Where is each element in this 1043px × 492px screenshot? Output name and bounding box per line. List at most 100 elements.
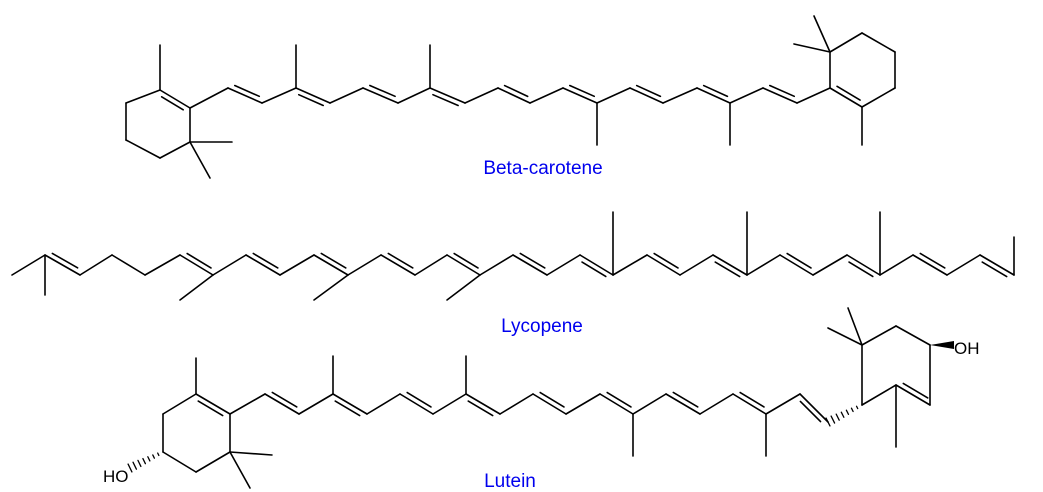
- double-bond-inner: [902, 382, 929, 399]
- single-bond: [229, 451, 273, 456]
- single-bond: [799, 393, 829, 423]
- wedge-bond: [930, 341, 954, 349]
- single-bond: [696, 87, 731, 104]
- double-bond-inner: [432, 93, 459, 107]
- single-bond: [793, 43, 831, 53]
- double-bond-inner: [739, 391, 765, 408]
- single-bond: [665, 393, 701, 415]
- single-bond: [159, 89, 191, 109]
- double-bond-inner: [186, 252, 212, 269]
- single-bond: [227, 87, 263, 104]
- single-bond: [895, 384, 931, 406]
- hashed-bond-stroke: [855, 405, 859, 410]
- hashed-bond-stroke: [840, 411, 845, 418]
- single-bond: [332, 393, 368, 415]
- double-bond-inner: [453, 252, 479, 269]
- double-bond-inner: [606, 391, 632, 408]
- single-bond: [599, 393, 634, 415]
- single-bond: [879, 254, 914, 276]
- single-bond: [712, 254, 748, 276]
- double-bond-inner: [539, 391, 565, 408]
- double-bond-inner: [653, 252, 679, 269]
- double-bond-inner: [160, 96, 185, 111]
- double-bond-inner: [252, 252, 279, 269]
- hashed-bond-stroke: [127, 463, 133, 473]
- single-bond: [313, 274, 349, 301]
- single-bond: [295, 87, 331, 104]
- single-bond: [629, 87, 664, 104]
- caption-lutein: Lutein: [484, 471, 536, 492]
- single-bond: [861, 87, 896, 108]
- single-bond: [679, 254, 714, 276]
- hashed-bond-stroke: [850, 407, 854, 413]
- hashed-bond-stroke: [147, 456, 151, 462]
- single-bond: [464, 87, 499, 104]
- double-bond-inner: [672, 391, 699, 408]
- double-bond-inner: [768, 84, 796, 98]
- single-bond: [195, 451, 231, 473]
- double-bond-inner: [919, 252, 946, 269]
- single-bond: [465, 393, 501, 415]
- single-bond: [499, 393, 534, 415]
- single-bond: [125, 89, 161, 104]
- single-bond: [562, 87, 598, 104]
- hashed-bond-stroke: [137, 459, 142, 468]
- single-bond: [229, 393, 266, 415]
- double-bond-inner: [467, 400, 494, 417]
- single-bond: [159, 141, 191, 159]
- single-bond: [732, 393, 767, 415]
- single-bond: [529, 87, 564, 104]
- double-bond-inner: [369, 84, 396, 98]
- hydroxyl-label-left: HO: [103, 467, 129, 486]
- single-bond: [397, 87, 431, 104]
- hashed-bond-stroke: [142, 457, 147, 465]
- single-bond: [596, 87, 631, 104]
- single-bond: [479, 254, 514, 276]
- hashed-bond-stroke: [830, 415, 836, 424]
- single-bond: [212, 254, 247, 276]
- single-bond: [195, 393, 231, 415]
- single-bond: [162, 393, 197, 415]
- single-bond: [646, 254, 681, 276]
- single-bond: [512, 254, 548, 276]
- double-bond-inner: [799, 400, 822, 423]
- single-bond: [827, 327, 863, 346]
- single-bond: [912, 254, 948, 276]
- single-bond: [264, 393, 300, 415]
- double-bond-inner: [320, 252, 347, 269]
- caption-beta-carotene: Beta-carotene: [483, 158, 602, 179]
- single-bond: [662, 87, 698, 104]
- single-bond: [313, 254, 349, 276]
- hydroxyl-label-right: OH: [954, 339, 980, 358]
- single-bond: [497, 87, 531, 104]
- single-bond: [298, 393, 334, 415]
- single-bond: [762, 87, 798, 104]
- single-bond: [144, 254, 181, 276]
- double-bond-inner: [702, 84, 729, 98]
- single-bond: [329, 87, 364, 104]
- single-bond: [946, 254, 981, 276]
- hashed-bond-stroke: [152, 454, 156, 459]
- single-bond: [245, 254, 281, 276]
- single-bond: [546, 254, 581, 276]
- single-bond: [179, 254, 214, 276]
- double-bond-inner: [635, 84, 662, 98]
- lycopene-structure: [11, 211, 1015, 301]
- double-bond-inner: [836, 85, 861, 101]
- single-bond: [829, 87, 863, 108]
- hashed-bond-stroke: [835, 413, 840, 421]
- hashed-bond-stroke: [157, 452, 160, 457]
- double-bond-inner: [387, 252, 414, 269]
- double-bond-inner: [714, 261, 741, 278]
- single-bond: [446, 254, 481, 276]
- double-bond-inner: [51, 252, 79, 269]
- single-bond: [699, 393, 734, 415]
- single-bond: [847, 307, 863, 346]
- single-bond: [861, 325, 897, 346]
- single-bond: [895, 325, 931, 346]
- single-bond: [111, 254, 146, 276]
- single-bond: [399, 393, 434, 415]
- single-bond: [11, 254, 46, 276]
- double-bond-inner: [581, 261, 607, 278]
